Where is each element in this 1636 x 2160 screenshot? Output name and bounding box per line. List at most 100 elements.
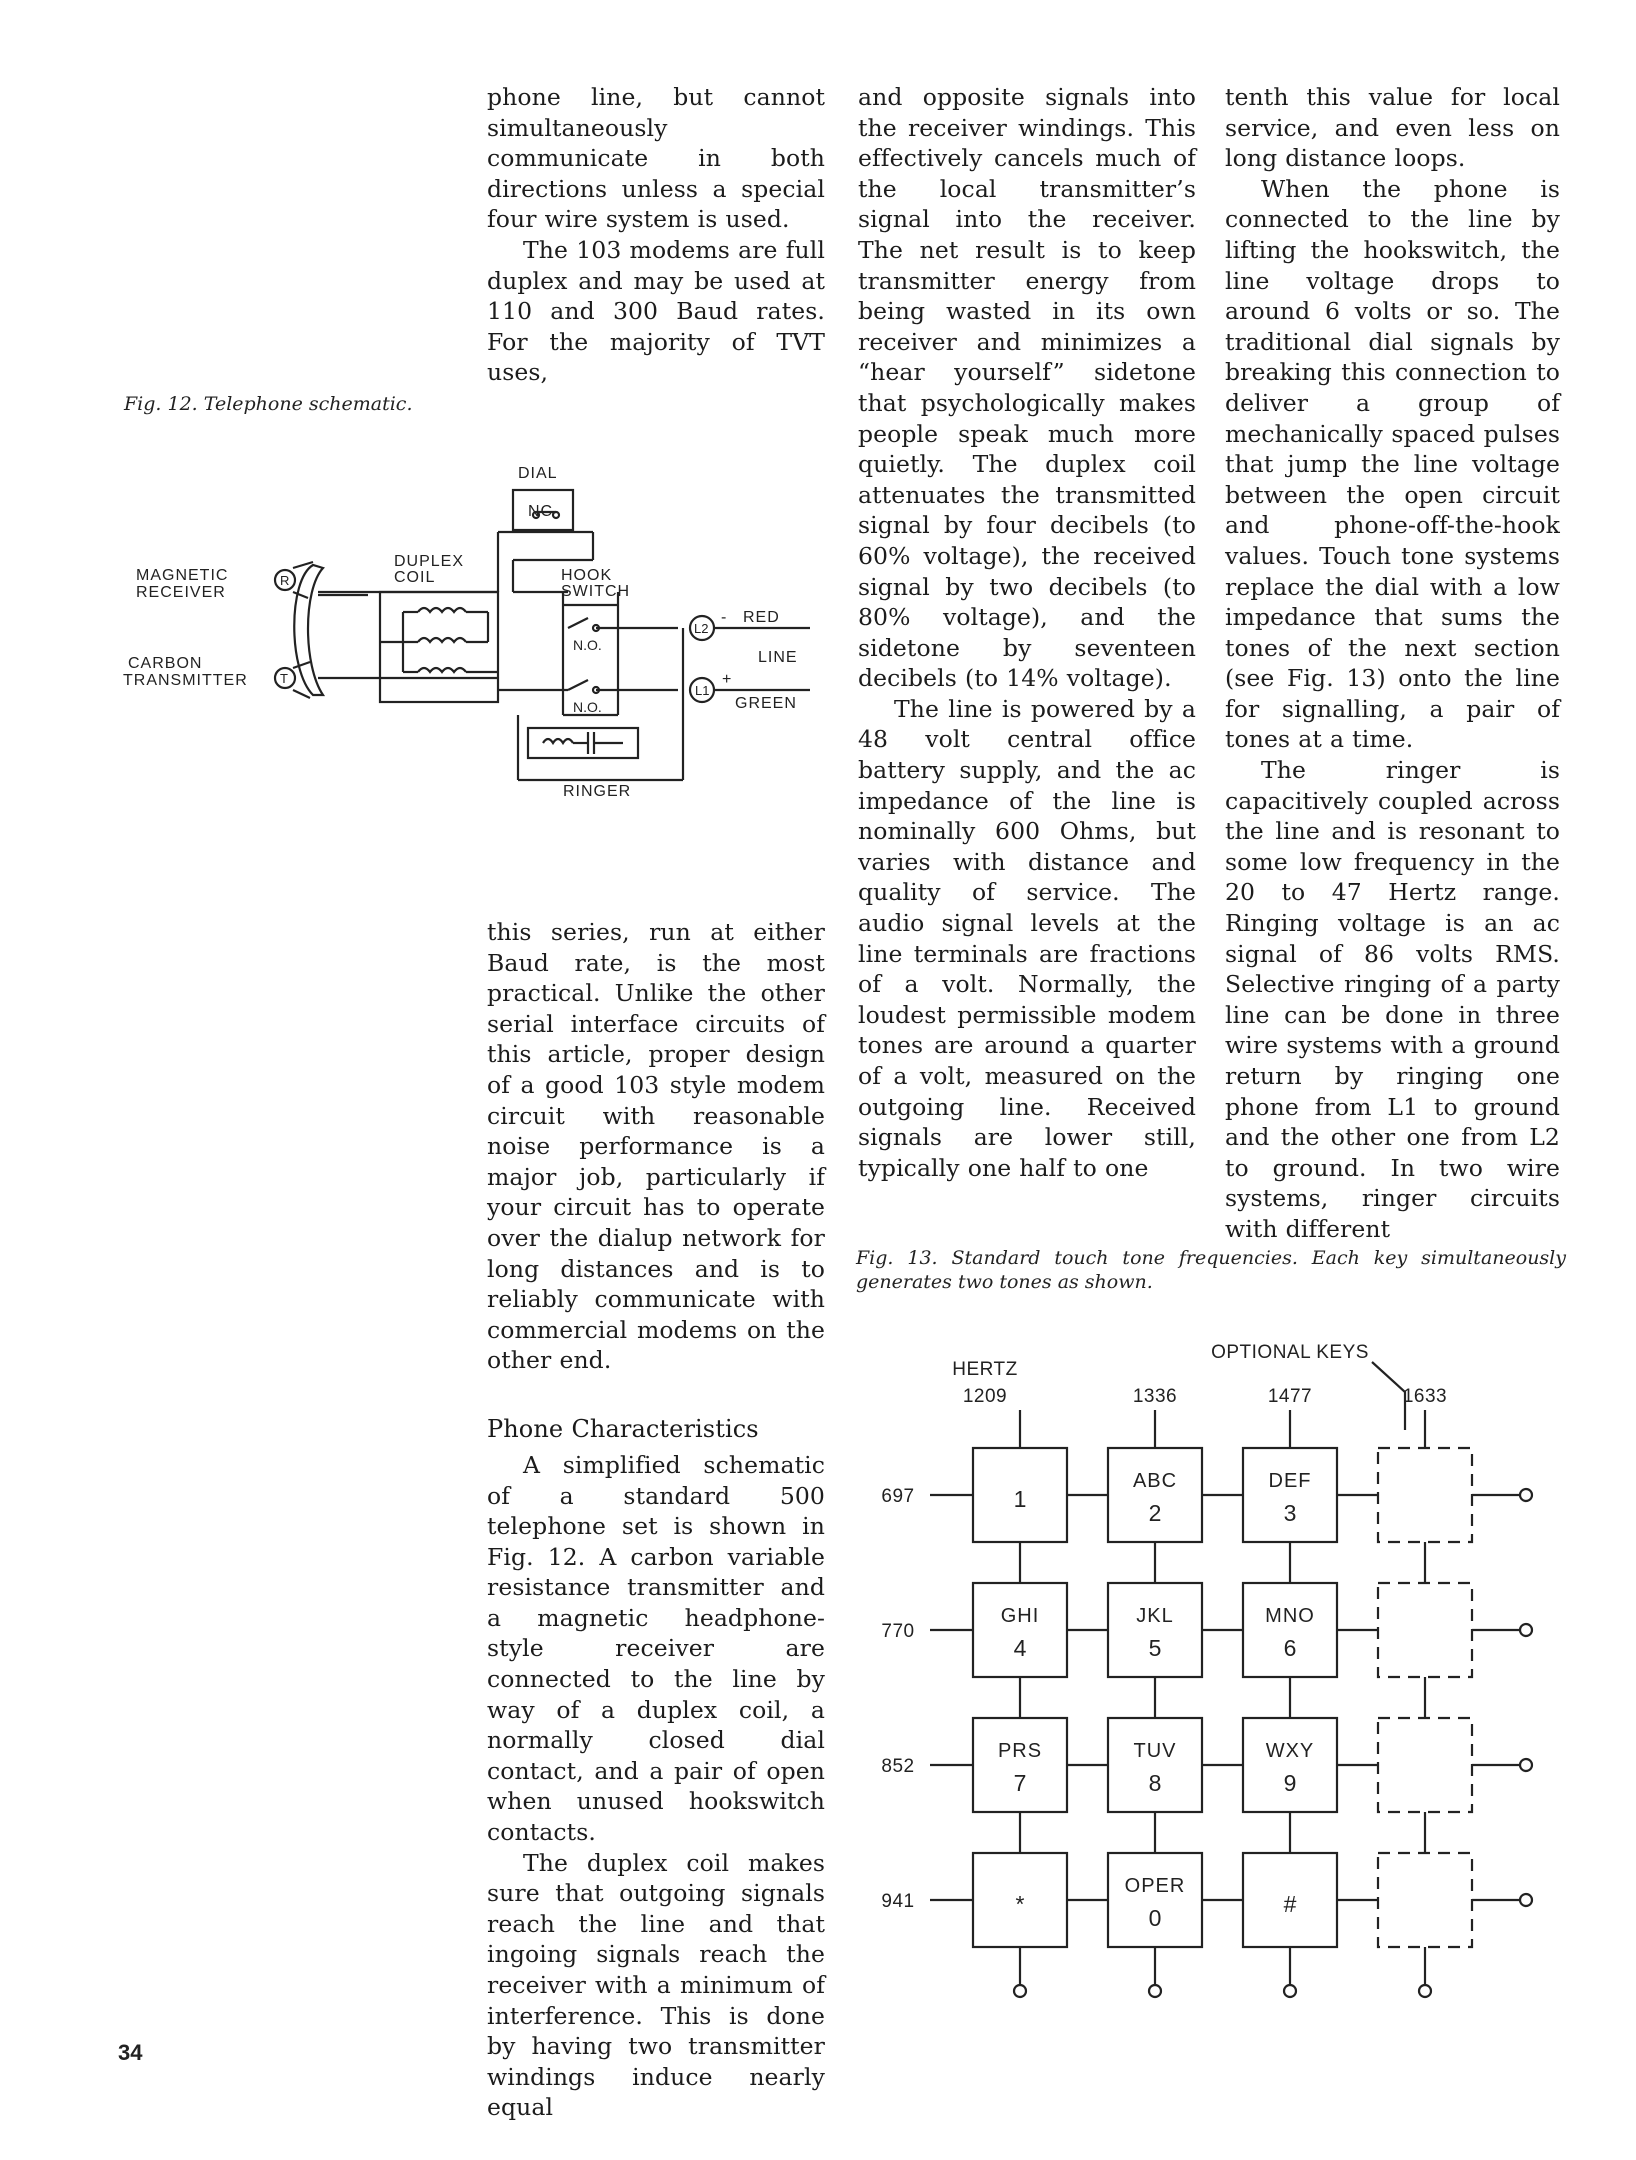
optional-key — [1376, 1446, 1474, 1544]
section-heading: Phone Characteristics — [487, 1414, 759, 1443]
column-terminal — [1282, 1983, 1298, 1999]
row-terminal — [1518, 1622, 1534, 1638]
figure-12-caption: Fig. 12. Telephone schematic. — [124, 393, 413, 415]
carbon-label: CARBON — [128, 655, 202, 672]
key-letters: DEF — [1269, 1470, 1312, 1492]
row-terminal — [1518, 1892, 1534, 1908]
hertz-label: HERTZ — [952, 1359, 1017, 1380]
key-digit: 0 — [1149, 1905, 1162, 1931]
key-letters: PRS — [998, 1740, 1042, 1762]
l2-label: L2 — [694, 621, 708, 636]
transmitter-terminal — [273, 666, 297, 690]
key-digit: * — [1016, 1891, 1025, 1917]
paragraph: The duplex coil makes sure that outgoing… — [487, 1848, 825, 2122]
nc-label: NC — [528, 503, 553, 520]
key — [1241, 1851, 1339, 1949]
minus-label: - — [721, 609, 726, 626]
key — [1241, 1716, 1339, 1814]
column-terminal — [1012, 1983, 1028, 1999]
row-terminal — [1518, 1757, 1534, 1773]
ringer-label: RINGER — [563, 783, 631, 800]
row-frequency-852: 852 — [881, 1756, 914, 1777]
column-terminal — [1147, 1983, 1163, 1999]
column-frequency-1336: 1336 — [1133, 1386, 1177, 1407]
row-frequency-770: 770 — [881, 1621, 914, 1642]
column-frequency-1633: 1633 — [1403, 1386, 1447, 1407]
figure-13-caption: Fig. 13. Standard touch tone frequencies… — [856, 1247, 1566, 1293]
line-label: LINE — [758, 649, 798, 666]
receiver-terminal — [273, 568, 297, 592]
paragraph: tenth this value for local service, and … — [1225, 83, 1560, 173]
duplex-label: DUPLEX — [394, 553, 464, 570]
key — [1106, 1851, 1204, 1949]
key-letters: TUV — [1134, 1740, 1177, 1762]
key-digit: 2 — [1149, 1500, 1162, 1526]
paragraph: The line is powered by a 48 volt central… — [858, 694, 1196, 1182]
key — [1106, 1581, 1204, 1679]
paragraph: A simplified schematic of a standard 500… — [487, 1450, 825, 1847]
paragraph: phone line, but cannot simultaneously co… — [487, 83, 825, 234]
key-letters: GHI — [1001, 1605, 1040, 1627]
key — [971, 1851, 1069, 1949]
key-digit: 8 — [1149, 1770, 1162, 1796]
key-letters: ABC — [1133, 1470, 1177, 1492]
key-digit: # — [1284, 1891, 1297, 1917]
plus-label: + — [722, 671, 731, 688]
paragraph: and opposite signals into the receiver w… — [858, 83, 1196, 693]
optional-keys-label: OPTIONAL KEYS — [1211, 1342, 1369, 1363]
optional-key — [1376, 1716, 1474, 1814]
key — [971, 1716, 1069, 1814]
paragraph: this series, run at either Baud rate, is… — [487, 918, 825, 1375]
key — [1106, 1446, 1204, 1544]
paragraph: When the phone is connected to the line … — [1225, 174, 1560, 754]
key-digit: 1 — [1014, 1486, 1027, 1512]
column-frequency-1209: 1209 — [963, 1386, 1007, 1407]
dial-label: DIAL — [518, 465, 558, 482]
key — [971, 1446, 1069, 1544]
key-digit: 5 — [1149, 1635, 1162, 1661]
key-digit: 3 — [1284, 1500, 1297, 1526]
transmitter-label: TRANSMITTER — [123, 672, 248, 689]
paragraph: The 103 modems are full duplex and may b… — [487, 235, 825, 387]
optional-key — [1376, 1851, 1474, 1949]
optional-keys-pointer — [1371, 1361, 1407, 1430]
handset-icon — [293, 563, 326, 697]
no-label-2: N.O. — [573, 699, 602, 715]
t-terminal-label: T — [280, 671, 288, 686]
no-label-1: N.O. — [573, 637, 602, 653]
row-frequency-697: 697 — [881, 1486, 914, 1507]
key-digit: 4 — [1014, 1635, 1027, 1661]
key — [1241, 1581, 1339, 1679]
column-d: tenth this value for local service, and … — [1225, 82, 1560, 1245]
key-letters: OPER — [1125, 1875, 1186, 1897]
key-letters: WXY — [1266, 1740, 1315, 1762]
switch-label: SWITCH — [561, 583, 630, 600]
green-label: GREEN — [735, 695, 797, 712]
row-terminal — [1518, 1487, 1534, 1503]
column-b-bottom: this series, run at either Baud rate, is… — [487, 917, 825, 2123]
telephone-schematic: DIAL NC MAGNETIC RECEIVER CARBON TRANSMI… — [123, 465, 810, 800]
l1-label: L1 — [695, 683, 709, 698]
key-letters: JKL — [1136, 1605, 1173, 1627]
optional-key — [1376, 1581, 1474, 1679]
hook-label: HOOK — [561, 567, 612, 584]
key-digit: 6 — [1284, 1635, 1297, 1661]
row-frequency-941: 941 — [881, 1891, 914, 1912]
page-number: 34 — [118, 2040, 143, 2065]
key-digit: 7 — [1014, 1770, 1027, 1796]
paragraph: The ringer is capacitively coupled acros… — [1225, 756, 1560, 1243]
red-label: RED — [743, 609, 780, 626]
key-letters: MNO — [1265, 1605, 1315, 1627]
key — [1106, 1716, 1204, 1814]
coil-label: COIL — [394, 569, 435, 586]
key-digit: 9 — [1284, 1770, 1297, 1796]
key — [971, 1581, 1069, 1679]
receiver-label: RECEIVER — [136, 584, 226, 601]
column-terminal — [1417, 1983, 1433, 1999]
column-c: and opposite signals into the receiver w… — [858, 82, 1196, 1183]
column-b-top: phone line, but cannot simultaneously co… — [487, 82, 825, 388]
column-frequency-1477: 1477 — [1268, 1386, 1312, 1407]
r-terminal-label: R — [280, 573, 289, 588]
magnetic-label: MAGNETIC — [136, 567, 228, 584]
